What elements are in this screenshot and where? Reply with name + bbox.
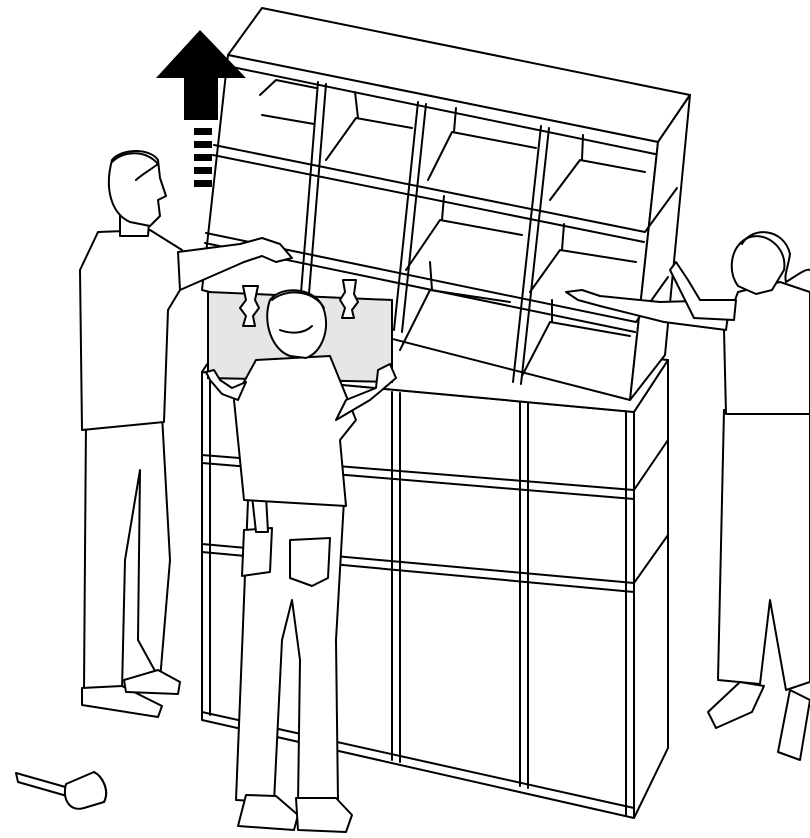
- person-center-tool-pouch: [242, 528, 272, 576]
- person-center-shoe-left: [238, 795, 298, 830]
- lower-shelf-side: [634, 360, 668, 818]
- person-right-top: [724, 282, 810, 414]
- mallet-icon: [16, 772, 106, 809]
- person-left-legs: [84, 415, 170, 690]
- person-center-back-pocket: [290, 538, 330, 586]
- person-right-foot-left: [708, 682, 764, 728]
- person-right-foot-right: [778, 690, 810, 760]
- person-left-shoe-front: [124, 670, 180, 694]
- person-center-shoe-right: [296, 798, 352, 832]
- person-center-shirt: [234, 356, 356, 506]
- person-right-skirt: [718, 410, 810, 690]
- person-left-shirt: [80, 230, 182, 430]
